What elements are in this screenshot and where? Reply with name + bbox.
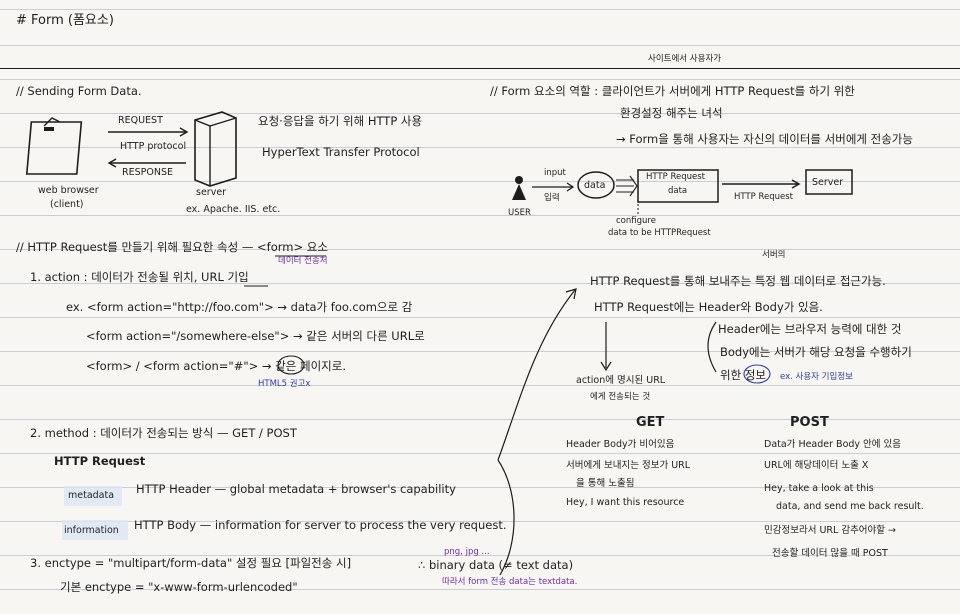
body-note-2: 위한 정보 bbox=[720, 368, 766, 382]
post-item: 전송할 데이터 많을 때 POST bbox=[772, 548, 888, 559]
information-label: information bbox=[64, 525, 119, 536]
protocol-label: HTTP protocol bbox=[120, 141, 187, 152]
post-item: 민감정보라서 URL 감추어야할 → bbox=[764, 525, 897, 536]
enctype-default: 기본 enctype = "x-www-form-urlencoded" bbox=[60, 580, 298, 594]
role-heading: // Form 요소의 역할 : 클라이언트가 서버에게 HTTP Reques… bbox=[490, 84, 855, 98]
action-example-2: <form action="/somewhere-else"> → 같은 서버의… bbox=[86, 329, 425, 343]
http-request-box bbox=[637, 169, 719, 203]
http-request-arrow-label: HTTP Request bbox=[734, 192, 793, 202]
binary-examples: png, jpg ... bbox=[444, 547, 490, 557]
request-arrow bbox=[108, 127, 189, 137]
title-divider bbox=[0, 68, 960, 69]
post-item: Data가 Header Body 안에 있음 bbox=[764, 439, 902, 450]
request-label: REQUEST bbox=[118, 115, 163, 126]
http-request-box-label: HTTP Request bbox=[646, 172, 705, 182]
information-text: HTTP Body — information for server to pr… bbox=[134, 518, 507, 532]
request-line-2: HTTP Request에는 Header와 Body가 있음. bbox=[594, 300, 823, 314]
http-request-heading: // HTTP Request를 만들기 위해 필요한 속성 — <form> … bbox=[16, 240, 328, 254]
get-item: Hey, I want this resource bbox=[566, 497, 685, 508]
server-label: server bbox=[196, 187, 227, 198]
server-box-label: Server bbox=[812, 177, 844, 188]
user-figure-icon bbox=[512, 176, 526, 200]
input-kr-label: 입력 bbox=[544, 193, 560, 203]
action-example-1: ex. <form action="http://foo.com"> → dat… bbox=[66, 300, 413, 314]
post-item: data, and send me back result. bbox=[776, 501, 924, 512]
action-example-3: <form> / <form action="#"> → 같은 페이지로. bbox=[86, 359, 346, 373]
role-line-3: → Form을 통해 사용자는 자신의 데이터를 서버에게 전송가능 bbox=[616, 132, 913, 146]
get-item: 서버에게 보내지는 정보가 URL bbox=[566, 460, 691, 471]
client-label: web browser bbox=[38, 185, 99, 196]
input-label: input bbox=[544, 168, 566, 178]
post-item: Hey, take a look at this bbox=[764, 483, 874, 494]
role-note: 사이트에서 사용자가 bbox=[648, 54, 722, 64]
sending-heading: // Sending Form Data. bbox=[16, 84, 142, 98]
server-examples: ex. Apache. IIS. etc. bbox=[186, 204, 281, 215]
body-example: ex. 사용자 기입정보 bbox=[780, 372, 853, 382]
body-note: Body에는 서버가 해당 요청을 수행하기 bbox=[720, 345, 912, 359]
configure-label: configure bbox=[616, 216, 656, 226]
form-annotation: 데이터 전송처 bbox=[278, 256, 328, 266]
http-request-box-sub: data bbox=[668, 186, 688, 196]
http-full-name: HyperText Transfer Protocol bbox=[262, 145, 420, 159]
server-annotation: 서버의 bbox=[762, 250, 786, 260]
configure-sub: data to be HTTPRequest bbox=[608, 228, 711, 238]
get-title: GET bbox=[636, 415, 665, 430]
method-line: 2. method : 데이터가 전송되는 방식 — GET / POST bbox=[30, 426, 297, 440]
action-note: action에 명시된 URL bbox=[576, 375, 666, 386]
client-sub: (client) bbox=[50, 199, 84, 210]
header-note: Header에는 브라우저 능력에 대한 것 bbox=[718, 322, 902, 336]
get-item: Header Body가 비어있음 bbox=[566, 439, 675, 450]
data-bubble-label: data bbox=[584, 180, 606, 191]
enctype-line: 3. enctype = "multipart/form-data" 설정 필요… bbox=[30, 556, 352, 570]
response-arrow bbox=[107, 158, 186, 168]
metadata-text: HTTP Header — global metadata + browser'… bbox=[136, 482, 456, 496]
response-label: RESPONSE bbox=[122, 167, 173, 178]
data-bubble bbox=[577, 171, 615, 199]
post-item: URL에 해당데이터 노출 X bbox=[764, 460, 869, 471]
request-line-1: HTTP Request를 통해 보내주는 특정 웹 데이터로 접근가능. bbox=[590, 274, 886, 288]
post-title: POST bbox=[790, 415, 829, 430]
action-note-2: 에게 전송되는 것 bbox=[590, 392, 651, 402]
action-line: 1. action : 데이터가 전송될 위치, URL 기입 bbox=[30, 270, 249, 284]
page-title: # Form (폼요소) bbox=[16, 13, 114, 28]
get-item: 을 통해 노출됨 bbox=[576, 478, 635, 489]
role-line-2: 환경설정 해주는 녀석 bbox=[620, 106, 723, 120]
http-use-note: 요청·응답을 하기 위해 HTTP 사용 bbox=[258, 114, 423, 128]
browser-sketch-icon bbox=[25, 117, 83, 175]
metadata-label: metadata bbox=[68, 490, 115, 501]
html5-note: HTML5 권고x bbox=[258, 379, 311, 389]
server-sketch-icon bbox=[194, 111, 237, 187]
binary-label: ∴ binary data (≠ text data) bbox=[418, 558, 574, 572]
server-box bbox=[805, 169, 853, 195]
binary-note: 따라서 form 전송 data는 textdata. bbox=[442, 577, 578, 587]
http-request-label: HTTP Request bbox=[54, 454, 146, 468]
user-label: USER bbox=[508, 208, 531, 218]
